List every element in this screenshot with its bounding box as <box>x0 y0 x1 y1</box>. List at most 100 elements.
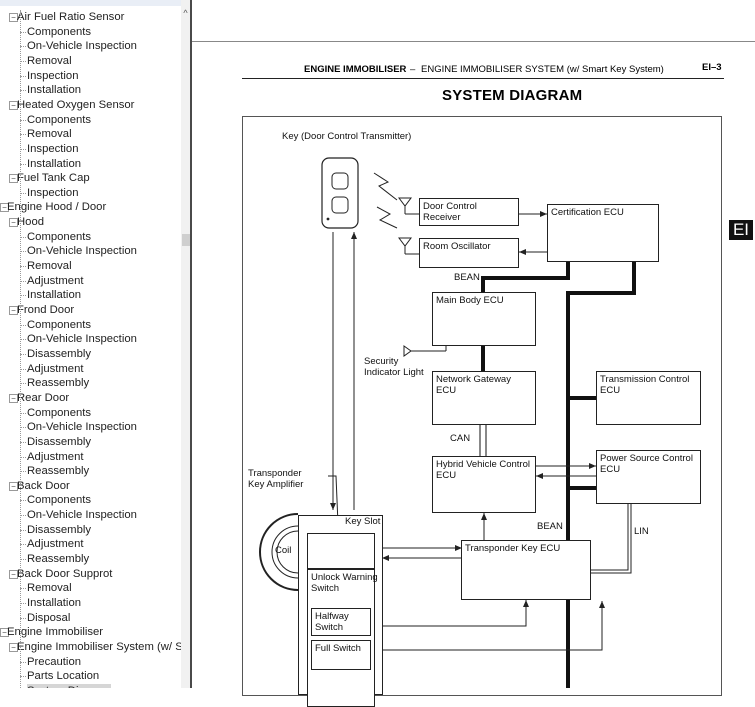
tree-item[interactable]: Components <box>27 230 92 243</box>
tree-item[interactable]: Installation <box>27 84 82 97</box>
tree-item[interactable]: Hood <box>17 216 45 229</box>
tree-item[interactable]: Adjustment <box>27 538 84 551</box>
transponder-key-ecu-box: Transponder Key ECU <box>461 540 591 600</box>
antenna-icon <box>398 197 412 207</box>
door-control-receiver-box: Door Control Receiver <box>419 198 519 226</box>
page-number: EI–3 <box>702 62 722 73</box>
tree-item[interactable]: Rear Door <box>17 391 70 404</box>
tree-item[interactable]: Back Door <box>17 479 70 492</box>
header-section: ENGINE IMMOBILISER <box>304 64 407 75</box>
tree-item[interactable]: Engine Hood / Door <box>7 201 107 214</box>
tree-expander-icon[interactable]: − <box>9 13 18 22</box>
tree-expander-icon[interactable]: − <box>9 174 18 184</box>
header-dash: – <box>410 64 416 75</box>
key-button-icon <box>331 196 349 214</box>
document-page: ENGINE IMMOBILISER – ENGINE IMMOBILISER … <box>192 0 755 707</box>
tree-item[interactable]: Inspection <box>27 142 79 155</box>
tree-item[interactable]: Frond Door <box>17 304 75 316</box>
key-fob-icon <box>321 157 359 229</box>
tree-expander-icon[interactable]: − <box>9 569 18 579</box>
tree-item[interactable]: Installation <box>27 597 82 609</box>
transmission-control-ecu-box: Transmission Control ECU <box>596 371 701 425</box>
security-indicator-label: Security Indicator Light <box>364 356 424 378</box>
scroll-up-icon[interactable]: ^ <box>183 8 188 18</box>
unlock-warning-switch-box: Unlock Warning Switch <box>307 569 378 707</box>
radio-wave-icon <box>376 206 398 229</box>
main-body-ecu-box: Main Body ECU <box>432 292 536 346</box>
tree-item[interactable]: Adjustment <box>27 274 84 287</box>
tree-item[interactable]: Disassembly <box>27 435 92 448</box>
key-button-icon <box>331 172 349 190</box>
tree-item[interactable]: Disassembly <box>27 347 92 360</box>
bean-label: BEAN <box>454 272 480 283</box>
sidebar-tab-strip <box>0 0 181 6</box>
tree-item[interactable]: Precaution <box>27 655 82 668</box>
tree-item[interactable]: Components <box>27 318 92 331</box>
tree-item[interactable]: On-Vehicle Inspection <box>27 333 137 346</box>
tree-expander-icon[interactable]: − <box>9 642 18 652</box>
transponder-amplifier-label: Transponder Key Amplifier <box>248 468 304 490</box>
halfway-switch-box: Halfway Switch <box>311 608 371 636</box>
can-label: CAN <box>450 433 471 444</box>
tree-item[interactable]: Engine Immobiliser System (w/ S <box>17 640 181 653</box>
tree-expander-icon[interactable]: − <box>9 100 18 110</box>
tree-item[interactable]: Fuel Tank Cap <box>17 172 90 185</box>
tree-expander-icon[interactable]: − <box>0 628 9 638</box>
tree-item[interactable]: Removal <box>27 260 72 273</box>
tree-expander-icon[interactable]: − <box>0 203 9 213</box>
tree-expander-icon[interactable]: − <box>9 393 18 403</box>
hybrid-vehicle-control-ecu-box: Hybrid Vehicle Control ECU <box>432 456 536 513</box>
tree-item[interactable]: Installation <box>27 289 82 302</box>
tree-item[interactable]: Removal <box>27 54 72 67</box>
tree-item[interactable]: Installation <box>27 157 82 170</box>
tree-item[interactable]: Disposal <box>27 611 71 624</box>
key-led-icon <box>326 217 330 221</box>
radio-wave-icon <box>373 172 398 201</box>
header-subtitle: ENGINE IMMOBILISER SYSTEM (w/ Smart Key … <box>421 64 664 75</box>
tree-item[interactable]: Back Door Supprot <box>17 567 113 580</box>
tree-item[interactable]: On-Vehicle Inspection <box>27 509 137 522</box>
tree-item[interactable]: On-Vehicle Inspection <box>27 245 137 258</box>
power-source-control-ecu-box: Power Source Control ECU <box>596 450 701 504</box>
key-slot-box: Key Slot Unlock Warning Switch Halfway S… <box>298 515 383 707</box>
tree-expander-icon[interactable]: − <box>9 306 18 315</box>
tree-item[interactable]: Disassembly <box>27 523 92 536</box>
tree-expander-icon[interactable]: − <box>9 481 18 491</box>
tree-item[interactable]: Parts Location <box>27 670 100 683</box>
tree-item[interactable]: Heated Oxygen Sensor <box>17 98 135 111</box>
tree-item[interactable]: Inspection <box>27 69 79 82</box>
antenna-icon <box>398 237 412 247</box>
tree-item[interactable]: Reassembly <box>27 377 90 390</box>
tree-item[interactable]: Components <box>27 113 92 126</box>
tree-item[interactable]: Removal <box>27 582 72 595</box>
tree-item[interactable]: Air Fuel Ratio Sensor <box>17 11 125 23</box>
room-oscillator-box: Room Oscillator <box>419 238 519 268</box>
vertical-scrollbar[interactable]: ^ <box>181 0 190 688</box>
tree-item[interactable]: Reassembly <box>27 553 90 566</box>
tree-item[interactable]: Components <box>27 494 92 507</box>
tree-item[interactable]: Components <box>27 25 92 38</box>
tree-item[interactable]: Components <box>27 406 92 419</box>
coil-icon <box>259 513 299 591</box>
tree-item[interactable]: Adjustment <box>27 362 84 375</box>
scrollbar-thumb[interactable] <box>182 234 190 246</box>
tree-item[interactable]: On-Vehicle Inspection <box>27 421 137 434</box>
coil-label: Coil <box>275 545 292 556</box>
tree-item[interactable]: Removal <box>27 128 72 141</box>
tree-item[interactable]: Adjustment <box>27 450 84 463</box>
page-top-rule <box>192 41 755 42</box>
header-rule <box>242 78 724 79</box>
bean-label: BEAN <box>537 521 563 532</box>
tree-item[interactable]: On-Vehicle Inspection <box>27 40 137 53</box>
tree-item[interactable]: System Diagram <box>27 683 111 688</box>
diagram-wiring <box>259 157 636 688</box>
section-tab-badge: EI <box>729 220 753 240</box>
tree-item[interactable]: Reassembly <box>27 465 90 478</box>
key-label: Key (Door Control Transmitter) <box>282 131 412 142</box>
tree-item[interactable]: Engine Immobiliser <box>7 626 104 639</box>
lin-label: LIN <box>634 526 649 537</box>
tree-item[interactable]: Inspection <box>27 186 79 199</box>
tree-expander-icon[interactable]: − <box>9 218 18 228</box>
